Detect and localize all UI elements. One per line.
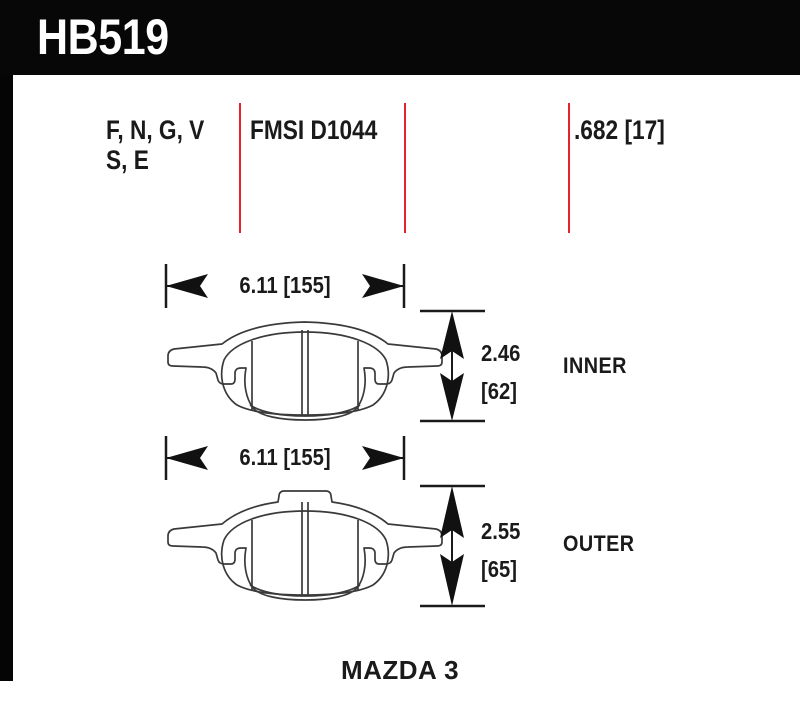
height-metric-inner: [62]	[481, 378, 517, 404]
vehicle-application-title: MAZDA 3	[340, 655, 460, 685]
width-dimension-label-outer: 6.11 [155]	[239, 444, 331, 470]
pad-drawing-inner: 6.11 [155]	[0, 258, 800, 428]
pad-position-label-inner: INNER	[563, 353, 627, 378]
height-metric-outer: [65]	[481, 556, 517, 582]
height-dimension-outer	[420, 484, 485, 608]
spec-row: F, N, G, V S, E FMSI D1044 .682 [17]	[0, 100, 800, 240]
part-number-title: HB519	[37, 9, 169, 65]
left-border-bar	[0, 0, 13, 681]
divider-red-1	[239, 103, 241, 233]
divider-red-2	[404, 103, 406, 233]
height-dimension-label-outer: 2.55 [65]	[481, 512, 520, 588]
height-dimension-inner	[420, 309, 485, 423]
compound-codes: F, N, G, V S, E	[106, 115, 204, 175]
brake-pad-shape-outer	[167, 490, 443, 601]
header-bar: HB519	[0, 0, 800, 75]
height-dimension-label-inner: 2.46 [62]	[481, 334, 520, 410]
compound-codes-line-1: F, N, G, V	[106, 115, 205, 145]
height-value-inner: 2.46	[481, 340, 521, 366]
width-dimension-label-inner: 6.11 [155]	[239, 272, 331, 298]
width-dimension-outer	[164, 436, 406, 480]
brake-pad-shape-inner	[167, 321, 443, 421]
fmsi-code: FMSI D1044	[250, 115, 378, 145]
pad-thickness: .682 [17]	[574, 115, 665, 145]
height-value-outer: 2.55	[481, 518, 521, 544]
compound-codes-line-2: S, E	[106, 145, 149, 175]
width-dimension-inner	[164, 264, 406, 308]
pad-drawing-outer: 6.11 [155]	[0, 430, 800, 610]
divider-red-3	[568, 103, 570, 233]
pad-position-label-outer: OUTER	[563, 531, 635, 556]
